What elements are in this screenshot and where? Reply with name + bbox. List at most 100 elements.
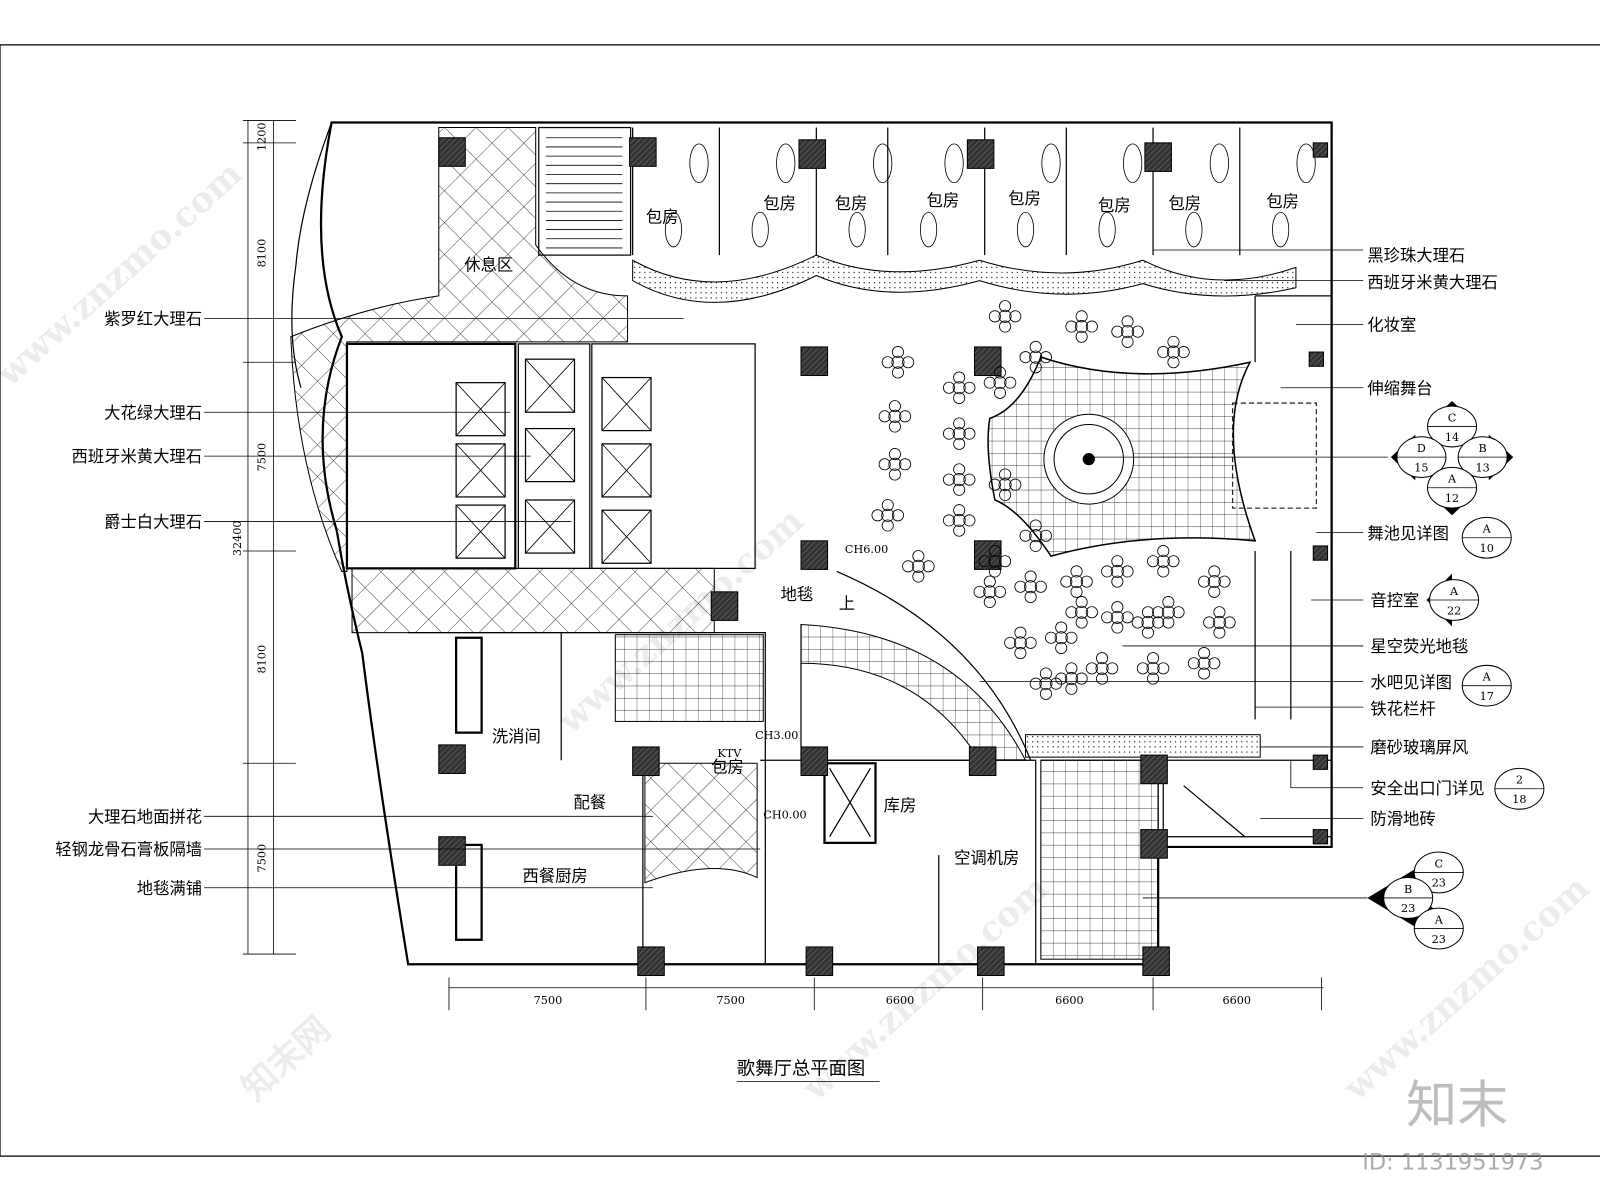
- sofa-icon: [1016, 211, 1035, 248]
- column: [438, 137, 466, 167]
- left-label-1: 紫罗红大理石: [104, 309, 202, 328]
- chair-icon: [871, 509, 884, 522]
- table-cluster: [983, 366, 1017, 399]
- chair-icon: [912, 550, 925, 563]
- right-label-1: 黑珍珠大理石: [1367, 246, 1465, 265]
- dim-h-3: 6600: [886, 994, 915, 1007]
- table-cluster: [1085, 652, 1119, 685]
- column: [1312, 829, 1329, 845]
- chair-icon: [1218, 575, 1231, 588]
- table-icon: [1156, 554, 1170, 568]
- drawing-title: 歌舞厅总平面图: [737, 1058, 866, 1079]
- column: [968, 746, 997, 777]
- chair-icon: [983, 596, 996, 609]
- dim-v-4: 8100: [255, 645, 268, 674]
- chair-icon: [1055, 672, 1068, 685]
- table-icon: [952, 473, 966, 487]
- watermarks: www.znzmo.com www.znzmo.com www.znzmo.co…: [0, 153, 1597, 1175]
- chair-icon: [899, 410, 912, 423]
- elevator-shaft: [455, 382, 506, 437]
- chair-icon: [953, 437, 966, 450]
- chair-icon: [1039, 667, 1052, 680]
- chair-icon: [1096, 652, 1109, 665]
- left-label-2: 大花绿大理石: [104, 403, 202, 422]
- table-cluster: [1198, 565, 1231, 598]
- column: [438, 744, 466, 774]
- marble-purple: [290, 127, 629, 572]
- chair-icon: [888, 468, 901, 481]
- watermark-logo: 知末: [1406, 1076, 1508, 1135]
- chair-icon: [1055, 641, 1068, 654]
- column: [1312, 545, 1329, 561]
- column: [1140, 754, 1168, 785]
- table-cluster: [1101, 555, 1134, 588]
- chair-icon: [902, 560, 915, 573]
- sheet-frame: [0, 44, 1600, 1157]
- column: [438, 836, 466, 866]
- dim-h-2: 7500: [716, 994, 745, 1007]
- chair-icon: [942, 473, 955, 486]
- chair-icon: [1177, 346, 1190, 359]
- chair-icon: [953, 483, 966, 496]
- marble-band: [351, 567, 715, 634]
- exit-door-symbol-bottom: 18: [1512, 793, 1526, 806]
- table-cluster: [978, 545, 1012, 578]
- chair-icon: [1167, 555, 1180, 568]
- elevator-shaft: [524, 427, 576, 483]
- table-icon: [1064, 672, 1078, 686]
- bar-symbol-top: A: [1482, 671, 1492, 684]
- column: [1142, 946, 1170, 977]
- table-icon: [998, 478, 1012, 492]
- chair-icon: [1203, 616, 1216, 629]
- table-cluster: [1019, 340, 1052, 374]
- sofa-icon: [848, 211, 866, 248]
- table-cluster: [942, 463, 976, 496]
- sofa-icon: [664, 211, 683, 248]
- chair-icon: [942, 514, 955, 527]
- chair-icon: [888, 420, 901, 433]
- chair-icon: [1213, 626, 1226, 639]
- chair-icon: [978, 555, 991, 568]
- chair-icon: [1147, 652, 1160, 665]
- table-cluster: [1045, 621, 1078, 654]
- chair-icon: [963, 514, 976, 527]
- chair-icon: [888, 448, 901, 461]
- chair-icon: [988, 565, 1001, 578]
- table-cluster: [1157, 335, 1190, 369]
- column: [1308, 351, 1324, 367]
- chair-icon: [878, 410, 891, 423]
- chair-icon: [881, 519, 894, 532]
- chair-icon: [1223, 616, 1236, 629]
- table-icon: [1207, 575, 1221, 589]
- sofa-icon: [1123, 143, 1143, 184]
- chair-icon: [999, 468, 1012, 481]
- sofa-icon: [1041, 143, 1061, 184]
- chair-icon: [1050, 677, 1063, 690]
- chair-icon: [1070, 585, 1083, 598]
- dim-h-5: 6600: [1222, 994, 1251, 1007]
- room-label-baofang-4: 包房: [927, 191, 960, 210]
- room-label-baofang-8: 包房: [1266, 192, 1299, 211]
- chair-icon: [881, 356, 894, 369]
- chair-icon: [988, 478, 1001, 491]
- left-label-4: 爵士白大理石: [104, 513, 202, 532]
- chair-icon: [1065, 662, 1078, 675]
- chair-icon: [1208, 585, 1221, 598]
- chair-icon: [1096, 672, 1109, 685]
- chair-icon: [1065, 631, 1078, 644]
- table-icon: [1029, 529, 1043, 543]
- chair-icon: [1009, 310, 1022, 323]
- table-icon: [1024, 580, 1038, 594]
- chair-icon: [1024, 570, 1037, 583]
- table-cluster: [881, 346, 915, 379]
- chair-icon: [902, 356, 915, 369]
- dance-pool-symbol-top: A: [1482, 523, 1492, 536]
- exit-door-symbol-top: 2: [1516, 774, 1523, 787]
- stage-symbol-d-bottom: 15: [1414, 461, 1428, 474]
- table-icon: [1161, 605, 1175, 619]
- dim-total: 32400: [231, 520, 244, 556]
